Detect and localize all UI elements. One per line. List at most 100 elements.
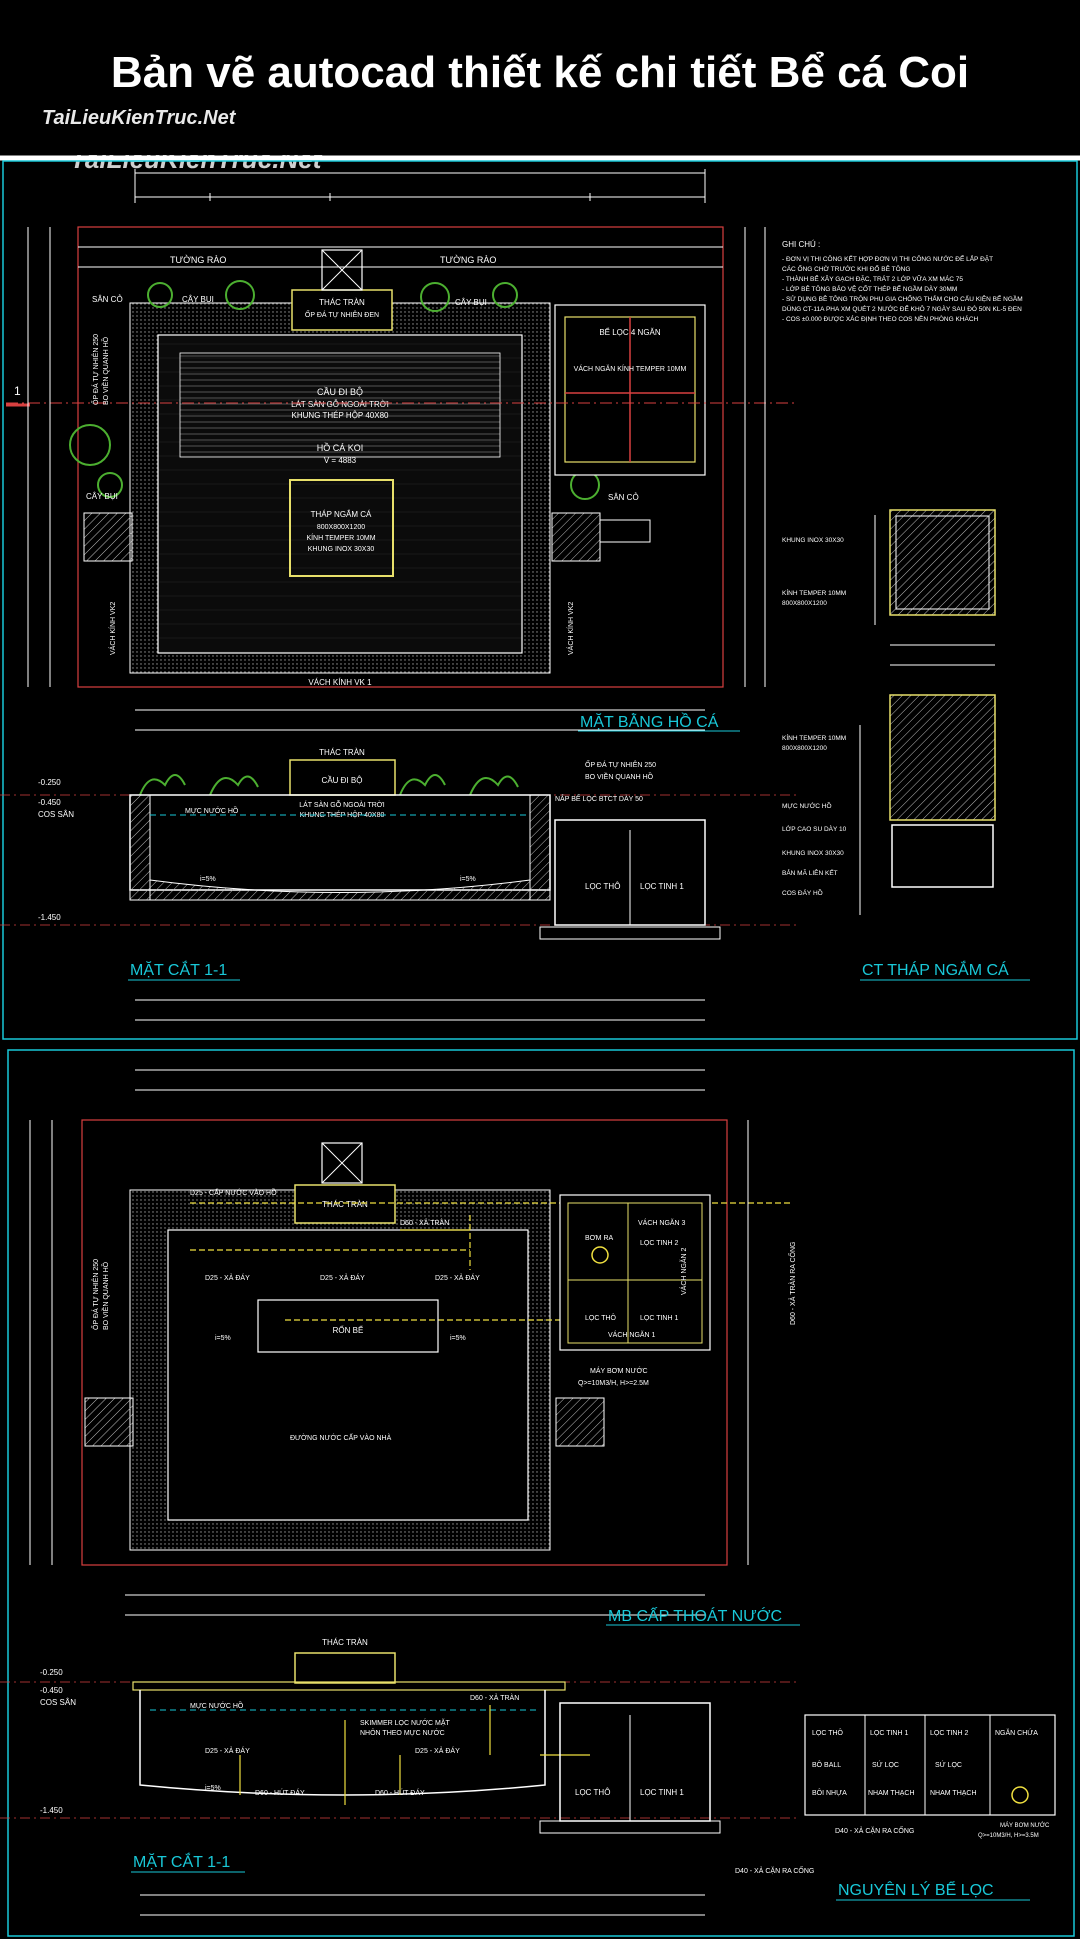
pr-may-bom-spec: Q>=10M3/H, H>=3.5M	[978, 1833, 1039, 1839]
pr-col-0: LỌC THÔ	[812, 1728, 844, 1737]
sec-slope-l: i=5%	[200, 876, 216, 883]
s2-level-1: -0.250	[40, 1668, 63, 1677]
tower-plan-kinh-size: 800X800X1200	[782, 600, 827, 607]
page-title: Bản vẽ autocad thiết kế chi tiết Bể cá C…	[110, 48, 970, 97]
label-be-loc: BỂ LỌC 4 NGĂN	[599, 328, 661, 337]
s2-d60-tran: D60 - XẢ TRÀN	[400, 1218, 449, 1227]
s2-op-da: ỐP ĐÁ TỰ NHIÊN 250	[90, 1259, 100, 1330]
s2-vien: BO VIỀN QUANH HỒ	[100, 1261, 110, 1330]
note-line-2: CÁC ỐNG CHỜ TRƯỚC KHI ĐỔ BÊ TÔNG	[782, 263, 910, 273]
label-thap-sub1: 800X800X1200	[317, 524, 365, 531]
s2-sec-loc-tho: LỌC THÔ	[575, 1788, 610, 1797]
s2-sec-muc-nuoc: MỰC NƯỚC HỒ	[190, 1700, 244, 1710]
s2-skimmer: SKIMMER LỌC NƯỚC MẶT	[360, 1718, 450, 1727]
sec-nap: NẮP BỂ LỌC BTCT DÀY 50	[555, 794, 643, 803]
s2-sec-d25-a: D25 - XẢ ĐÁY	[205, 1746, 250, 1755]
notes-title: GHI CHÚ :	[782, 240, 820, 249]
note-line-7: - COS ±0.000 ĐƯỢC XÁC ĐỊNH THEO COS NỀN …	[782, 313, 979, 323]
level-1: -0.250	[38, 778, 61, 787]
label-ho-ca: HỒ CÁ KOI	[317, 442, 364, 453]
s2-may-bom: MÁY BƠM NƯỚC	[590, 1366, 648, 1375]
label-cay-bui-1: CÂY BỤI	[182, 295, 214, 304]
s2-sec-cong: D40 - XẢ CẶN RA CỐNG	[735, 1865, 814, 1875]
label-vk1: VÁCH KÍNH VK 1	[308, 678, 372, 687]
sec-loc-tho: LỌC THÔ	[585, 882, 620, 891]
s2-slope-r: i=5%	[450, 1335, 466, 1342]
s2-level-4: -1.450	[40, 1806, 63, 1815]
note-line-4: - LỚP BÊ TÔNG BẢO VỆ CỐT THÉP BỂ NGẦM DÀ…	[782, 283, 957, 293]
label-san-co-1: SÂN CỎ	[92, 295, 123, 304]
label-thap-sub2: KÍNH TEMPER 10MM	[306, 533, 375, 542]
principle-be-loc: LỌC THÔ LỌC TINH 1 LỌC TINH 2 NGĂN CHỨA …	[804, 1714, 1056, 1901]
header-bar: Bản vẽ autocad thiết kế chi tiết Bể cá C…	[0, 0, 1080, 155]
pr-r2-0: BÔ BALL	[812, 1760, 841, 1769]
sec-muc-nuoc: MỰC NƯỚC HỒ	[185, 805, 239, 815]
s2-loc-tho: LỌC THÔ	[585, 1313, 617, 1322]
sec-cau-sub1: LÁT SÀN GỖ NGOÀI TRỜI	[299, 800, 385, 809]
s2-ron-be: RỐN BỂ	[333, 1325, 364, 1335]
s2-bom-ra: BƠM RA	[585, 1235, 614, 1242]
sec-op-da: ỐP ĐÁ TỰ NHIÊN 250	[585, 759, 656, 769]
tsec-kinh-size: 800X800X1200	[782, 745, 827, 752]
label-cay-bui-2: CÂY BỤI	[455, 298, 487, 307]
label-cay-bui-3: CÂY BỤI	[86, 492, 118, 501]
tsec-khung: KHUNG INOX 30X30	[782, 850, 844, 857]
sheet-2-frame	[7, 1049, 1075, 1937]
s2-d25-a: D25 - XẢ ĐÁY	[205, 1273, 250, 1282]
s2-skimmer2: NHÔN THEO MỰC NƯỚC	[360, 1728, 445, 1737]
s2-thac-tran: THÁC TRÀN	[322, 1200, 368, 1209]
s2-vach3: VÁCH NGĂN 3	[638, 1218, 686, 1227]
label-thap: THÁP NGẮM CÁ	[311, 510, 372, 519]
tower-section-detail: KÍNH TEMPER 10MM 800X800X1200 MỰC NƯỚC H…	[782, 694, 1030, 981]
label-ho-ca-v: V = 4883	[324, 456, 357, 465]
sheet-1-frame	[2, 160, 1078, 1040]
s2-d25-c: D25 - XẢ ĐÁY	[435, 1273, 480, 1282]
label-vk2-left: VÁCH KÍNH VK2	[108, 602, 117, 655]
pr-r2-1: SỨ LỌC	[872, 1760, 899, 1769]
s2-sec-slope: i=5%	[205, 1785, 221, 1792]
note-line-1: - ĐƠN VỊ THI CÔNG KẾT HỢP ĐƠN VỊ THI CÔN…	[782, 253, 993, 263]
s2-sec-d25-b: D25 - XẢ ĐÁY	[415, 1746, 460, 1755]
label-cau-sub2: KHUNG THÉP HỘP 40X80	[292, 411, 389, 420]
pr-r2-2: SỨ LỌC	[935, 1760, 962, 1769]
s2-level-3: COS SÂN	[40, 1698, 76, 1707]
notes-ghi-chu: GHI CHÚ : - ĐƠN VỊ THI CÔNG KẾT HỢP ĐƠN …	[782, 240, 1023, 323]
note-line-3: - THÀNH BỂ XÂY GẠCH ĐẶC, TRÁT 2 LỚP VỮA …	[782, 274, 963, 283]
watermark-logo: TaiLieuKienTruc.Net	[42, 107, 236, 129]
label-san-co-2: SÂN CỎ	[608, 493, 639, 502]
pr-col-1: LỌC TINH 1	[870, 1730, 908, 1737]
pr-may-bom: MÁY BƠM NƯỚC	[1000, 1822, 1050, 1829]
s2-sec-d60-a: D60 - HÚT ĐÁY	[255, 1788, 305, 1797]
title-mb-cap-thoat: MB CẤP THOÁT NƯỚC	[608, 1606, 782, 1625]
tower-plan-khung: KHUNG INOX 30X30	[782, 537, 844, 544]
s2-loc-tinh1: LỌC TINH 1	[640, 1315, 678, 1322]
label-thac-tran-sub: ỐP ĐÁ TỰ NHIÊN ĐEN	[305, 309, 379, 319]
note-line-5: - SỬ DỤNG BÊ TÔNG TRỘN PHỤ GIA CHỐNG THẤ…	[782, 293, 1023, 303]
s2-sec-d60-b: D60 - HÚT ĐÁY	[375, 1788, 425, 1797]
pr-r3-2: NHAM THẠCH	[930, 1790, 977, 1797]
tsec-muc: MỰC NƯỚC HỒ	[782, 800, 832, 810]
s2-sec-d60-tran: D60 - XẢ TRÀN	[470, 1693, 519, 1702]
sec-slope-r: i=5%	[460, 876, 476, 883]
sec-loc-tinh: LỌC TINH 1	[640, 882, 684, 891]
s2-d25-cap: D25 - CẤP NƯỚC VÀO HỒ	[190, 1187, 277, 1197]
label-thac-tran: THÁC TRÀN	[319, 298, 365, 307]
s2-sec-loc-tinh: LỌC TINH 1	[640, 1788, 684, 1797]
section-1-1-sheet1: -0.250 -0.450 COS SÂN -1.450 THÁC TRÀN C…	[0, 748, 800, 1021]
label-be-loc-sub: VÁCH NGĂN KÍNH TEMPER 10MM	[574, 364, 687, 373]
label-cau-di-bo: CẦU ĐI BỘ	[317, 387, 363, 397]
s2-d25-b: D25 - XẢ ĐÁY	[320, 1273, 365, 1282]
title-mat-cat-1: MẶT CẮT 1-1	[130, 960, 227, 979]
label-vien-vertical: BO VIỀN QUANH HỒ	[100, 336, 110, 405]
pr-r3-0: BÔI NHỰA	[812, 1788, 847, 1797]
plan-cap-thoat-nuoc: THÁC TRÀN D25 - CẤP NƯỚC VÀO HỒ D60 - XẢ…	[29, 1069, 800, 1626]
label-op-da-vertical: ỐP ĐÁ TỰ NHIÊN 250	[90, 334, 100, 405]
tsec-ban-ma: BẢN MÃ LIÊN KẾT	[782, 867, 838, 877]
label-tuong-rao-left: TƯỜNG RÀO	[170, 255, 226, 265]
s2-vach1: VÁCH NGĂN 1	[608, 1330, 656, 1339]
tower-plan-detail: KHUNG INOX 30X30 KÍNH TEMPER 10MM 800X80…	[782, 509, 996, 666]
plan-ho-ca: TƯỜNG RÀO TƯỜNG RÀO CẦU ĐI BỘ LÁT SÀN GỖ…	[6, 169, 795, 732]
section-mark-1: 1	[14, 384, 21, 398]
s2-may-bom-spec: Q>=10M3/H, H>=2.5M	[578, 1380, 649, 1387]
s2-level-2: -0.450	[40, 1686, 63, 1695]
